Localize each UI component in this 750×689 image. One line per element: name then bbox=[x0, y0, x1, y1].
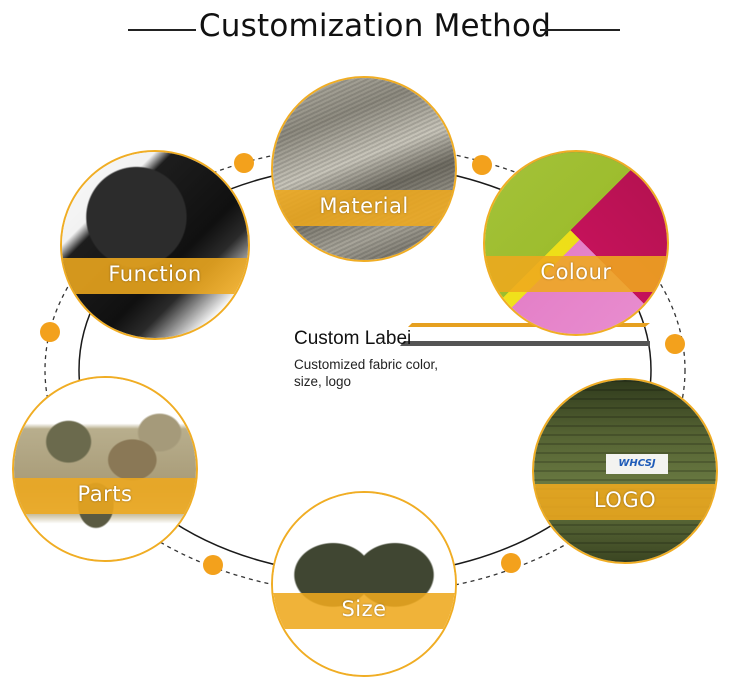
center-title: Custom Labei bbox=[294, 328, 412, 349]
header-rule-left bbox=[128, 29, 196, 31]
camo-pouch-photo bbox=[14, 378, 196, 560]
material-circle: Material bbox=[271, 76, 457, 262]
function-circle: Function bbox=[60, 150, 250, 340]
label-band bbox=[273, 190, 455, 226]
logo-label: LOGO bbox=[593, 488, 657, 512]
label-band bbox=[485, 256, 667, 292]
size-circle: Size bbox=[271, 491, 457, 677]
parts-circle: Parts bbox=[12, 376, 198, 562]
material-label: Material bbox=[319, 194, 409, 218]
label-band bbox=[273, 593, 455, 629]
page-title: Customization Method bbox=[198, 8, 552, 44]
size-label: Size bbox=[341, 597, 387, 621]
logo-patch: WHCSJ bbox=[606, 454, 668, 474]
plate-carrier-photo bbox=[273, 493, 455, 675]
label-band bbox=[14, 478, 196, 514]
vest-strap-photo bbox=[62, 152, 248, 338]
label-band bbox=[534, 484, 716, 520]
orbit-dot bbox=[665, 334, 685, 354]
header: Customization Method bbox=[0, 8, 750, 48]
parts-label: Parts bbox=[77, 482, 133, 506]
center-underline bbox=[400, 341, 650, 346]
header-rule-right bbox=[540, 29, 620, 31]
colour-label: Colour bbox=[540, 260, 612, 284]
center-description: Customized fabric color, size, logo bbox=[294, 357, 439, 389]
fabric-photo bbox=[273, 78, 455, 260]
center-info: Custom Labei Customized fabric color, si… bbox=[294, 328, 654, 390]
colour-swatch-photo bbox=[485, 152, 667, 334]
orbit-dot bbox=[40, 322, 60, 342]
logo-circle: WHCSJ LOGO bbox=[532, 378, 718, 564]
colour-circle: Colour bbox=[483, 150, 669, 336]
label-band bbox=[62, 258, 248, 294]
orbit-dot bbox=[501, 553, 521, 573]
function-label: Function bbox=[108, 262, 202, 286]
orbit-dot bbox=[203, 555, 223, 575]
